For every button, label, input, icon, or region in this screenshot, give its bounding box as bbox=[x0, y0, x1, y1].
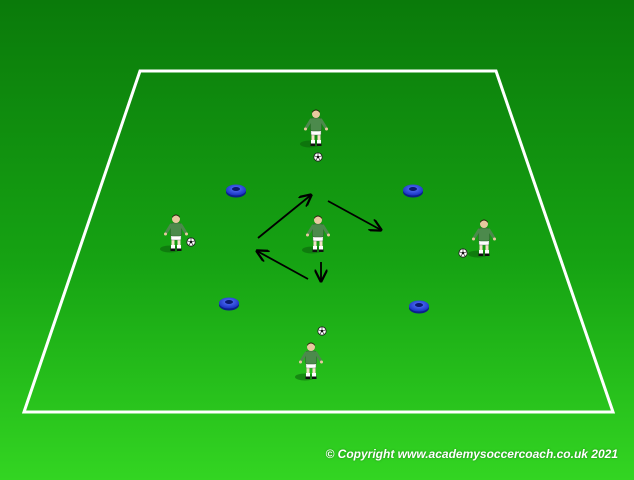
copyright-text: © Copyright www.academysoccercoach.co.uk… bbox=[325, 447, 618, 461]
arrow-icon bbox=[257, 251, 309, 280]
cone-icon bbox=[226, 184, 246, 198]
soccer-ball-icon bbox=[458, 248, 468, 258]
pitch-boundary bbox=[21, 69, 616, 414]
soccer-ball-icon bbox=[313, 152, 323, 162]
cone-icon bbox=[219, 297, 239, 311]
soccer-ball-icon bbox=[317, 326, 327, 336]
arrow-icon bbox=[327, 200, 381, 230]
arrow-icon bbox=[257, 195, 311, 239]
cone-icon bbox=[403, 184, 423, 198]
cone-icon bbox=[409, 300, 429, 314]
soccer-ball-icon bbox=[186, 237, 196, 247]
